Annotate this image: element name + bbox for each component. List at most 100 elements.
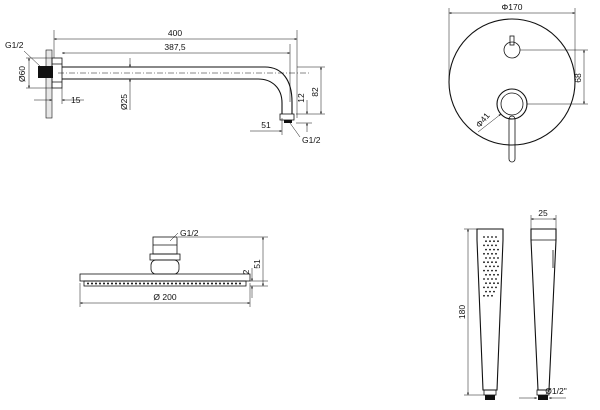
nozzle-dot <box>131 282 133 285</box>
mixer-handle <box>496 88 528 120</box>
nozzle-dot <box>159 282 161 285</box>
nozzle-dot <box>107 282 109 285</box>
leader-thread-inlet <box>23 50 43 69</box>
spray-nozzle <box>483 261 485 264</box>
nozzle-dot <box>219 282 221 285</box>
spray-nozzle <box>489 248 491 251</box>
nozzle-dot <box>179 282 181 285</box>
spray-nozzle <box>485 240 487 243</box>
spray-nozzle <box>495 286 497 289</box>
spray-nozzle <box>489 257 491 259</box>
spray-nozzle <box>495 236 497 238</box>
leader-connector-thread <box>169 232 179 242</box>
diverter-knob-stem <box>509 35 515 46</box>
hand-shower-front-connector <box>483 389 497 396</box>
spray-nozzle <box>497 265 499 268</box>
wall-section <box>45 49 53 119</box>
nozzle-dot <box>211 282 213 285</box>
label-outlet-offset: 51 <box>261 120 271 130</box>
spray-nozzle <box>493 248 495 251</box>
hand-shower-front-thread <box>485 395 495 400</box>
nozzle-dot <box>235 282 237 285</box>
spray-nozzle <box>487 261 489 264</box>
dim-handle-diameter <box>477 113 502 133</box>
inlet-thread <box>38 66 53 78</box>
nozzle-dot <box>207 282 209 285</box>
nozzle-dot <box>111 282 113 285</box>
spray-nozzle <box>491 261 493 264</box>
nozzle-dot <box>139 282 141 285</box>
mixer-lever <box>508 115 516 163</box>
nozzle-dot <box>163 282 165 285</box>
label-hand-width: 25 <box>538 208 548 218</box>
nozzle-dot <box>223 282 225 285</box>
spray-nozzle <box>495 261 497 264</box>
spray-nozzle <box>489 265 491 268</box>
spray-nozzle <box>497 240 499 243</box>
spray-nozzle <box>491 278 493 280</box>
shower-arm-view: 400 387,5 G1/2 Ø60 15 Ø25 12 82 <box>5 28 325 145</box>
nozzle-dot <box>183 282 185 285</box>
spray-nozzle <box>493 273 495 276</box>
spray-face <box>483 236 499 297</box>
label-thread-outlet: G1/2 <box>302 135 321 145</box>
spray-nozzle <box>483 269 485 272</box>
nozzle-dot <box>239 282 241 285</box>
label-flange-diameter: Ø60 <box>17 66 27 82</box>
spray-nozzle <box>495 252 497 255</box>
spray-nozzle <box>489 290 491 293</box>
spray-nozzle <box>483 278 485 280</box>
nozzle-dot <box>195 282 197 285</box>
flange-detail <box>52 63 62 83</box>
spray-nozzle <box>493 265 495 268</box>
nozzle-dot <box>187 282 189 285</box>
spray-nozzle <box>485 248 487 251</box>
nozzle-dot <box>127 282 129 285</box>
nozzle-dot <box>175 282 177 285</box>
spray-nozzle <box>495 244 497 247</box>
label-hand-length: 180 <box>457 305 467 319</box>
label-head-diameter: Ø 200 <box>153 292 176 302</box>
nozzle-dot <box>103 282 105 285</box>
spray-nozzle <box>483 252 485 255</box>
ball-joint <box>150 259 180 275</box>
nozzle-dot <box>115 282 117 285</box>
hand-shower-side-thread <box>538 395 548 400</box>
nozzle-dot <box>87 282 89 285</box>
spray-nozzle <box>487 252 489 255</box>
spray-nozzle <box>493 290 495 293</box>
arm-tube <box>62 66 293 114</box>
label-connector-thread: G1/2 <box>180 228 199 238</box>
spray-nozzle <box>489 240 491 243</box>
diverter-knob <box>503 41 521 59</box>
spray-nozzle <box>491 269 493 272</box>
label-total-height: 51 <box>252 259 262 269</box>
label-arm-length: 387,5 <box>164 42 186 52</box>
mixer-plate-view: Φ170 68 Φ41 <box>448 2 588 163</box>
head-body <box>79 273 251 282</box>
ball-joint-nut <box>149 253 181 261</box>
nozzle-dot <box>135 282 137 285</box>
leader-thread-outlet <box>289 122 301 138</box>
label-total-length: 400 <box>168 28 182 38</box>
nozzle-dot <box>203 282 205 285</box>
nozzle-dot <box>147 282 149 285</box>
hand-shower-view: 25 180 Ø1/2" <box>457 208 567 400</box>
spray-nozzle <box>487 244 489 247</box>
hand-shower-side <box>530 228 557 391</box>
spray-nozzle <box>497 273 499 276</box>
nozzle-dot <box>227 282 229 285</box>
nozzle-dot <box>199 282 201 285</box>
nozzle-dot <box>171 282 173 285</box>
hand-shower-front <box>476 228 504 391</box>
spray-nozzle <box>497 282 499 285</box>
nozzle-dot <box>119 282 121 285</box>
spray-nozzle <box>485 265 487 268</box>
spray-nozzle <box>489 273 491 276</box>
spray-nozzle <box>495 269 497 272</box>
spray-nozzle <box>483 294 485 297</box>
outlet-thread <box>284 120 292 123</box>
spray-nozzle <box>497 257 499 259</box>
spray-nozzle <box>493 282 495 285</box>
